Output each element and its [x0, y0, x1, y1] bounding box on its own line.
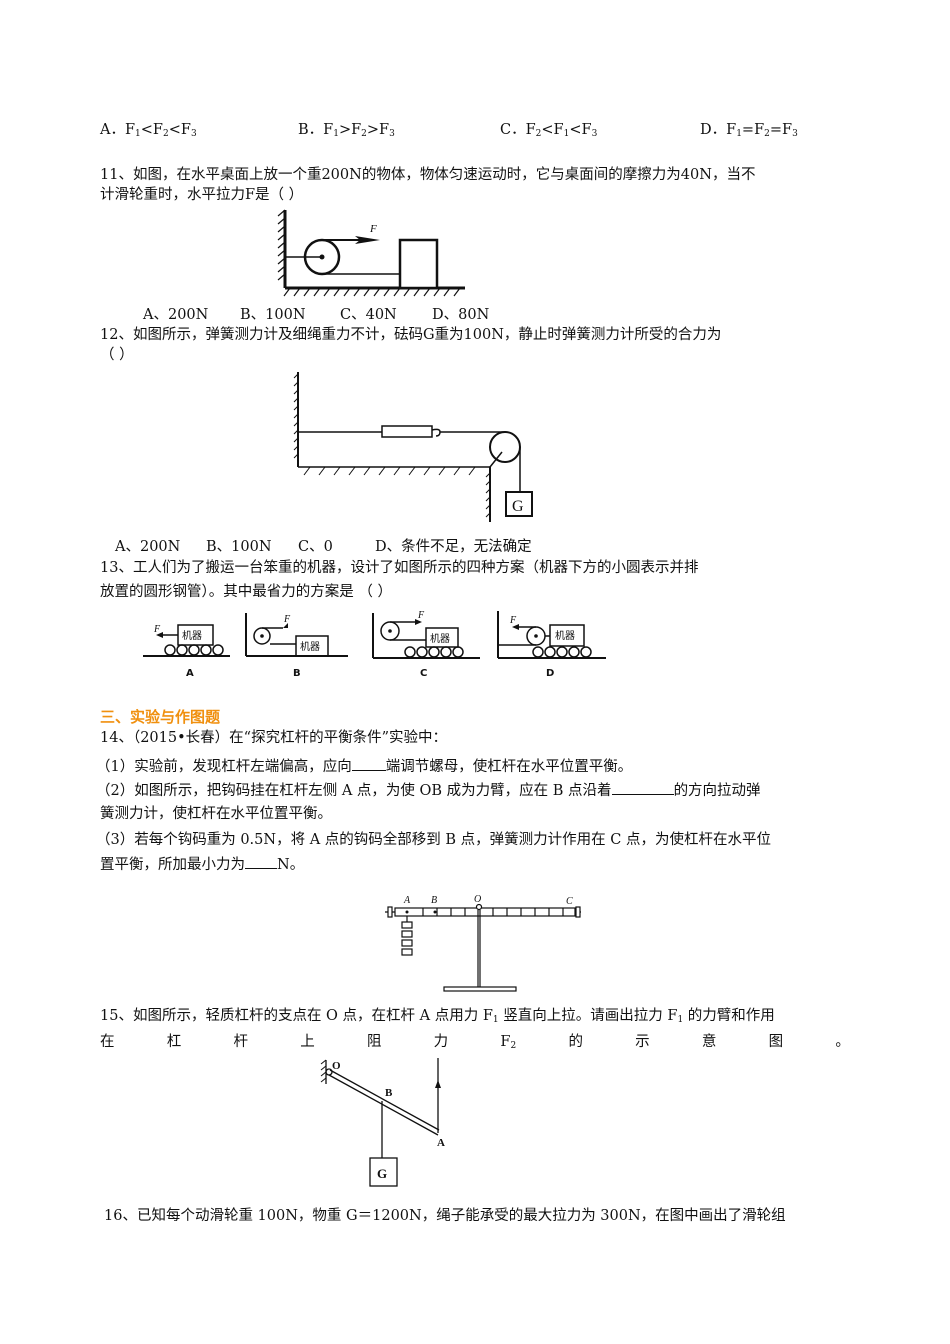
svg-text:D: D: [546, 668, 554, 679]
q11-text-line2: 计滑轮重时，水平拉力F是（ ）: [100, 187, 304, 203]
q12-option-c: C、0: [298, 539, 333, 555]
svg-text:O: O: [332, 1060, 341, 1072]
q14-part2-blank[interactable]: [611, 780, 674, 795]
svg-text:F: F: [509, 615, 517, 626]
q12-option-b: B、100N: [206, 539, 272, 555]
svg-text:F: F: [417, 610, 425, 621]
q14-lever-figure: A B O C: [385, 894, 581, 992]
q13-text-line2: 放置的圆形钢管）。其中最省力的方案是 （ ）: [100, 584, 392, 600]
svg-text:机器: 机器: [300, 640, 320, 653]
q10-option-c: C．F2<F1<F3: [500, 122, 598, 139]
q14-part3-blank[interactable]: [245, 854, 277, 869]
q11-option-a: A、200N: [143, 307, 209, 323]
q15-text-line1: 15、如图所示，轻质杠杆的支点在 O 点，在杠杆 A 点用力 F1 竖直向上拉。…: [100, 1008, 775, 1025]
svg-text:A: A: [186, 668, 194, 679]
svg-text:机器: 机器: [182, 629, 202, 642]
q14-part2: （2）如图所示，把钩码挂在杠杆左侧 A 点，为使 OB 成为力臂，应在 B 点沿…: [96, 780, 761, 801]
q16-text-line1: 16、已知每个动滑轮重 100N，物重 G＝1200N，绳子能承受的最大拉力为 …: [104, 1208, 786, 1224]
q13-text-line1: 13、工人们为了搬运一台笨重的机器，设计了如图所示的四种方案（机器下方的小圆表示…: [100, 560, 699, 576]
q14-text-line1: 14、（2015•长春）在“探究杠杆的平衡条件”实验中：: [100, 730, 447, 746]
svg-text:G: G: [377, 1166, 387, 1181]
q11-option-d: D、80N: [432, 307, 490, 323]
q10-option-a: A．F1<F2<F3: [100, 122, 197, 139]
svg-text:F: F: [369, 223, 377, 235]
q14-part3: （3）若每个钩码重为 0.5N，将 A 点的钩码全部移到 B 点，弹簧测力计作用…: [96, 832, 771, 848]
svg-text:F: F: [153, 624, 161, 635]
svg-text:A: A: [437, 1137, 445, 1149]
svg-text:A: A: [403, 895, 411, 906]
q12-option-d: D、条件不足，无法确定: [375, 539, 532, 555]
svg-text:机器: 机器: [430, 632, 450, 645]
svg-text:B: B: [385, 1087, 393, 1099]
q11-pulley-figure: F: [277, 209, 465, 297]
q14-part1-blank[interactable]: [351, 756, 386, 771]
q12-text-line2: （ ）: [100, 347, 134, 363]
q12-spring-scale-figure: G: [293, 372, 533, 522]
svg-text:C: C: [566, 896, 573, 907]
svg-text:C: C: [420, 668, 427, 679]
q12-option-a: A、200N: [115, 539, 181, 555]
svg-text:G: G: [512, 498, 524, 515]
q11-option-b: B、100N: [240, 307, 306, 323]
q12-text-line1: 12、如图所示，弹簧测力计及细绳重力不计，砝码G重为100N，静止时弹簧测力计所…: [100, 327, 722, 343]
q10-option-b: B．F1>F2>F3: [298, 122, 395, 139]
q15-lever-figure: O B A G: [320, 1058, 445, 1187]
q10-option-d: D．F1=F2=F3: [700, 122, 798, 139]
section-heading-experiments: 三、实验与作图题: [100, 708, 221, 726]
svg-text:B: B: [293, 668, 301, 679]
q14-part1: （1）实验前，发现杠杆左端偏高，应向端调节螺母，使杠杆在水平位置平衡。: [96, 756, 632, 777]
q13-four-schemes-figure: 机器 机器 机器 机器 F F F F A B C D: [143, 610, 606, 679]
svg-text:F: F: [283, 614, 291, 625]
q14-part2-cont: 簧测力计，使杠杆在水平位置平衡。: [100, 806, 332, 822]
q11-text-line1: 11、如图，在水平桌面上放一个重200N的物体，物体匀速运动时，它与桌面间的摩擦…: [100, 167, 756, 183]
svg-text:B: B: [431, 895, 437, 906]
svg-text:机器: 机器: [555, 629, 575, 642]
q11-option-c: C、40N: [340, 307, 397, 323]
svg-text:O: O: [474, 894, 481, 905]
